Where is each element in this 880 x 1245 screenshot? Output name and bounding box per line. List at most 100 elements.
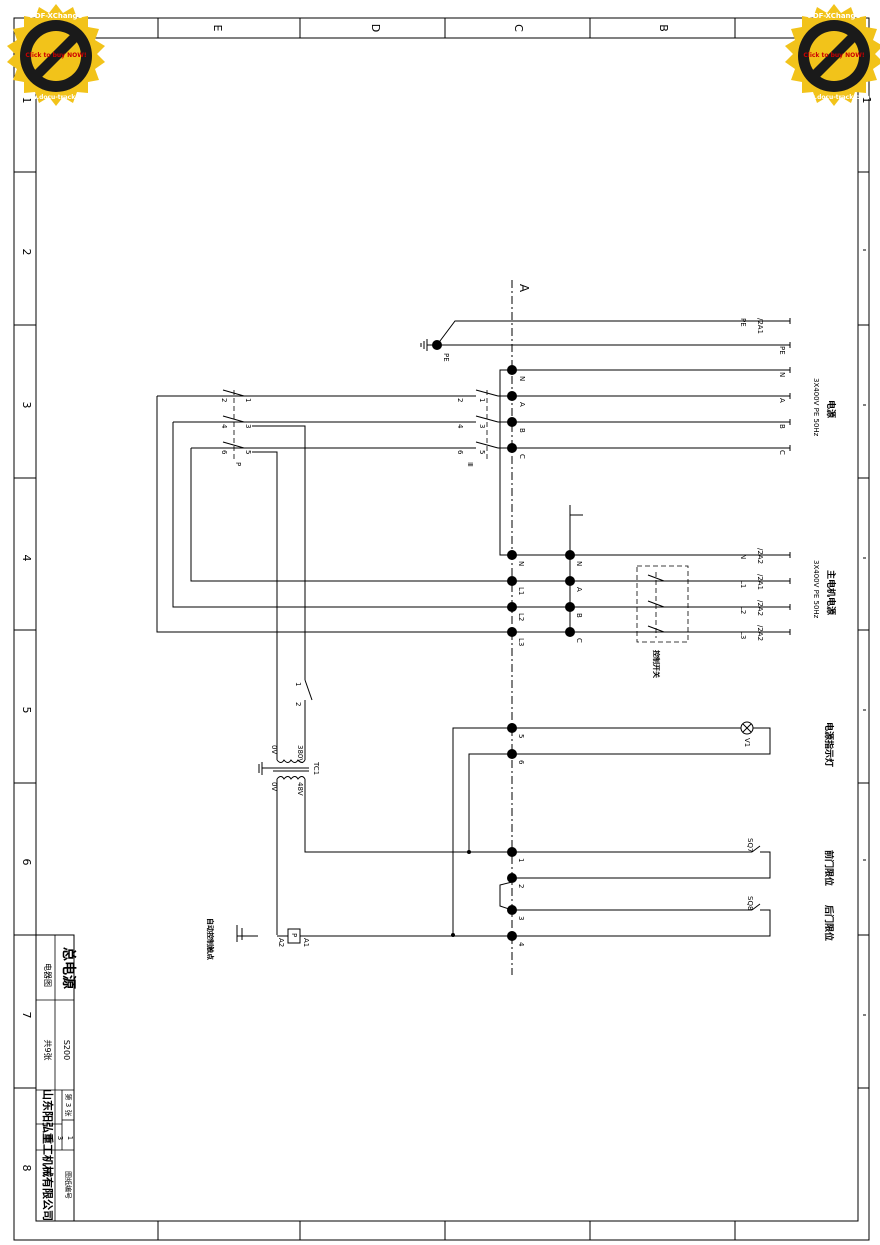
row-label-1-left: 1	[20, 97, 33, 104]
outgoing-label-n: N	[739, 554, 747, 559]
part-label: 共9张	[43, 1039, 52, 1060]
incoming-term-a: A	[518, 402, 526, 407]
door1-label: 前门限位	[823, 850, 835, 886]
row-label-8: 8	[20, 1165, 33, 1172]
column-label-b: B	[657, 24, 670, 32]
breaker1-pin-3: 3	[244, 424, 252, 428]
transformer-secondary-0v: 0V	[270, 782, 278, 791]
aux-switch-pin-1: 1	[294, 682, 302, 686]
incoming-term-n: N	[518, 376, 526, 381]
row-labels: 2 3 4 5 6 7 8 1 1	[20, 97, 873, 1172]
door1-term-2: 2	[517, 884, 525, 888]
incoming-title: 电源	[825, 400, 837, 418]
company-name: 山东阳弘重工机械有限公司	[41, 1089, 55, 1221]
breaker2-pin-3: 3	[478, 424, 486, 428]
breaker-2: 1 2 3 4 5 6 Ⅲ	[456, 389, 512, 467]
outgoing-xref-l2: /2A2	[756, 600, 764, 616]
incoming-line-n: N	[778, 372, 786, 377]
lamp-tag: V1	[743, 738, 751, 747]
relay-tag: P	[290, 933, 298, 937]
badge-seal-icon	[7, 4, 105, 106]
badge-text-mid: Click to buy NOW!	[803, 52, 865, 59]
outgoing-right-b: B	[575, 613, 583, 618]
breaker2-pin-2: 2	[456, 398, 464, 402]
outgoing-right-n: N	[575, 561, 583, 566]
door1-term-1: 1	[517, 858, 525, 862]
outgoing-label-l1: L1	[739, 580, 747, 588]
lamp-label: 电源指示灯	[823, 722, 835, 767]
outgoing-label-l3: L3	[739, 631, 747, 639]
control-switch-label: 控制开关	[652, 650, 661, 678]
column-label-c: C	[512, 24, 525, 32]
transformer-primary-0v: 0V	[270, 745, 278, 754]
row-label-4: 4	[20, 555, 33, 562]
outgoing-left-n: N	[517, 561, 525, 566]
transformer-secondary-48v: 48V	[296, 782, 304, 796]
badge-text-bottom: www.docu-track.com	[798, 94, 870, 101]
incoming-term-c: C	[518, 454, 526, 459]
drawing-title: 总电源	[60, 947, 77, 989]
outgoing-label-l2: L2	[739, 606, 747, 614]
outgoing-xref-n: /2A2	[756, 548, 764, 564]
breaker1-pin-6: 6	[220, 450, 228, 455]
incoming-line-b: B	[778, 424, 786, 429]
badge-text-top: PDF-XChange	[807, 12, 861, 20]
relay-pin-a2: A2	[277, 938, 285, 947]
outgoing-supply: N L1 L2 L3 N A B C 控制开关 /2A2 /2A1 /2A2 /…	[499, 369, 837, 678]
row-label-2: 2	[20, 249, 33, 256]
row-label-1-right: 1	[860, 97, 873, 104]
pdf-xchange-badge-right[interactable]: PDF-XChange Click to buy NOW! www.docu-t…	[780, 2, 880, 110]
title-block: 总电源 电器图 S200 共9张 第 3 张 3 1 山东阳弘重工机械有限公司 …	[35, 934, 77, 1222]
outgoing-left-l2: L2	[517, 613, 525, 621]
pe-ground-label: PE	[442, 353, 450, 362]
breaker1-pin-4: 4	[220, 424, 228, 429]
breaker-1: 1 2 3 4 5 6 P	[156, 389, 512, 740]
sheet-label: 第 3 张	[64, 1094, 73, 1117]
badge-seal-icon	[785, 4, 880, 106]
bus-marker: A	[517, 284, 531, 293]
door2-term-3: 3	[517, 916, 525, 920]
incoming-line-pe: PE	[778, 346, 786, 355]
main-bus: A	[511, 280, 531, 975]
incoming-spec: 3X400V PE 50Hz	[812, 378, 820, 437]
incoming-line-a: A	[778, 398, 786, 403]
outgoing-title: 主电机电源	[825, 570, 837, 615]
outgoing-xref-l3: /2A2	[756, 625, 764, 641]
breaker2-tag: Ⅲ	[466, 462, 474, 467]
breaker2-pin-6: 6	[456, 450, 464, 455]
drawing-number-label: 图纸编号	[64, 1171, 73, 1199]
row-label-7: 7	[20, 1012, 33, 1019]
relay-contact-label: 自动控制触点	[206, 918, 215, 960]
pe-xref: /2A1	[756, 318, 764, 334]
pe-circuit: PE /2A1 PE	[420, 318, 791, 362]
pe-line-label: PE	[739, 318, 747, 327]
transformer-circuit: 1 2 TC1 0V 380V 0V 48V	[258, 679, 512, 935]
badge-text-top: PDF-XChange	[29, 12, 83, 20]
breaker1-tag: P	[234, 462, 242, 466]
breaker2-pin-4: 4	[456, 424, 464, 429]
badge-text-bottom: www.docu-track.com	[20, 94, 92, 101]
incoming-line-c: C	[778, 450, 786, 455]
outgoing-left-l1: L1	[517, 587, 525, 595]
drawing-subtitle: 电器图	[43, 963, 53, 987]
door1-tag: SQ7	[746, 838, 754, 852]
row-label-6: 6	[20, 859, 33, 866]
outgoing-left-l3: L3	[517, 638, 525, 646]
relay-coil-icon	[287, 928, 301, 944]
pdf-xchange-badge-left[interactable]: PDF-XChange Click to buy NOW! www.docu-t…	[2, 2, 110, 110]
lamp-term-6: 6	[517, 760, 525, 765]
control-switch-box	[636, 565, 689, 643]
outgoing-spec: 3X400V PE 50Hz	[812, 560, 820, 619]
row-label-5: 5	[20, 707, 33, 714]
incoming-term-b: B	[518, 428, 526, 433]
column-label-e: E	[211, 25, 224, 32]
door2-tag: SQ8	[746, 896, 754, 910]
lamp-term-5: 5	[517, 734, 525, 738]
row-label-3: 3	[20, 402, 33, 409]
relay-pin-a1: A1	[302, 938, 310, 947]
breaker2-pin-5: 5	[478, 450, 486, 454]
column-labels: E D C B	[211, 24, 670, 32]
drawing-frame	[13, 17, 870, 1241]
breaker2-pin-1: 1	[478, 398, 486, 402]
